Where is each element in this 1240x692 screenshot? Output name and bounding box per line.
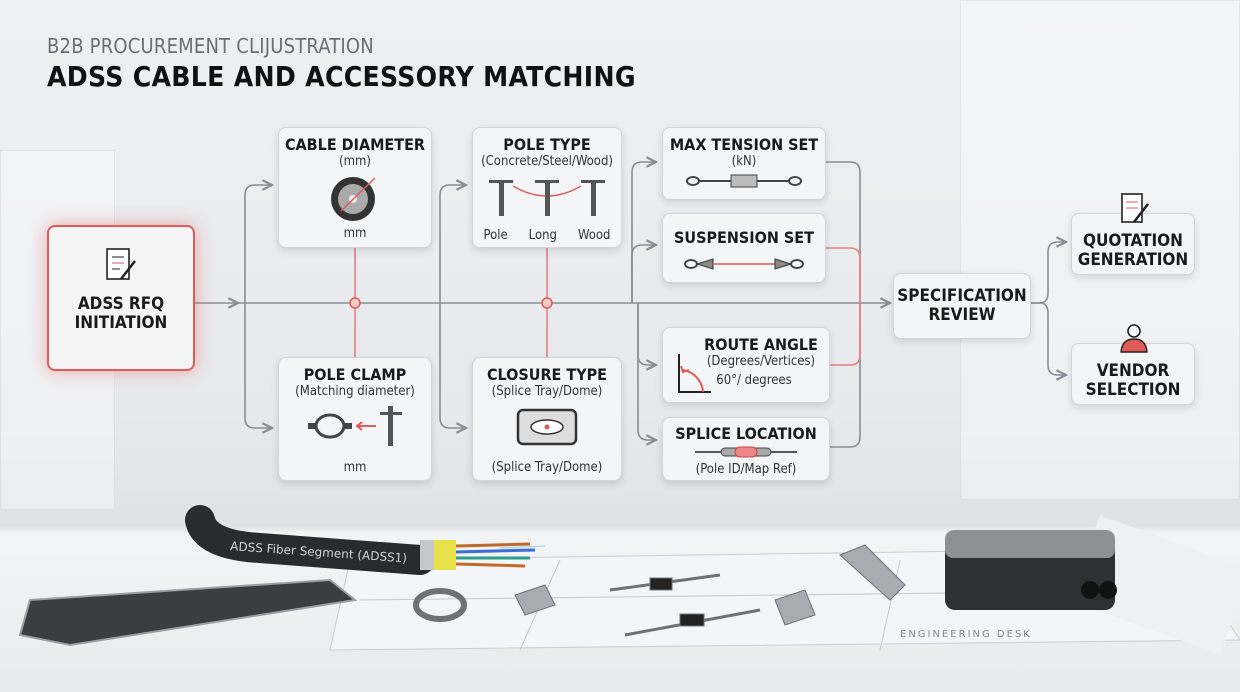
cable-diameter-title: CABLE DIAMETER xyxy=(284,135,426,154)
pole-type-sub: (Concrete/Steel/Wood) xyxy=(481,154,613,169)
person-icon xyxy=(1120,324,1148,353)
route-angle-value: 60°/ degrees xyxy=(716,373,792,388)
document-pen-icon xyxy=(1121,193,1149,223)
route-angle-title: ROUTE ANGLE xyxy=(704,335,818,354)
quotation-generation-node[interactable]: QUOTATION GENERATION xyxy=(1071,193,1195,275)
pole-clamp-value: mm xyxy=(343,460,367,475)
closure-type-sub: (Splice Tray/Dome) xyxy=(491,384,603,399)
tablet xyxy=(18,578,358,647)
closure-type-node[interactable]: CLOSURE TYPE (Splice Tray/Dome) (Splice … xyxy=(472,357,622,481)
cable-diameter-value: mm xyxy=(343,226,367,241)
splice-icon xyxy=(695,446,797,458)
pole-clamp-sub: (Matching diameter) xyxy=(295,384,415,399)
vendor-selection-node[interactable]: VENDOR SELECTION xyxy=(1071,324,1195,405)
quotation-label: QUOTATION GENERATION xyxy=(1077,231,1189,270)
pole-option: Pole xyxy=(483,228,508,243)
splice-location-ref: (Pole ID/Map Ref) xyxy=(695,462,797,477)
suspension-set-title: SUSPENSION SET xyxy=(674,228,814,247)
route-angle-sub: (Degrees/Vertices) xyxy=(706,354,816,369)
pole-clamp-node[interactable]: POLE CLAMP (Matching diameter) mm xyxy=(278,357,432,481)
angle-icon xyxy=(678,354,711,393)
cable-cross-section-icon xyxy=(331,177,376,221)
splice-location-title: SPLICE LOCATION xyxy=(675,424,817,443)
shackle-part xyxy=(839,544,906,601)
utility-pole-icon xyxy=(489,180,605,216)
specification-review-node[interactable]: SPECIFICATION REVIEW xyxy=(893,273,1031,339)
clamp-part xyxy=(514,584,556,616)
splice-location-node[interactable]: SPLICE LOCATION (Pole ID/Map Ref) xyxy=(662,417,830,481)
closure-type-title: CLOSURE TYPE xyxy=(486,365,607,384)
suspension-part xyxy=(774,589,816,626)
suspension-set-icon xyxy=(684,258,804,270)
clamp-part xyxy=(413,588,467,622)
vendor-label: VENDOR SELECTION xyxy=(1085,361,1181,400)
max-tension-unit: (kN) xyxy=(731,154,757,169)
cable-yarn xyxy=(434,540,456,570)
max-tension-node[interactable]: MAX TENSION SET (kN) xyxy=(662,127,826,200)
cable-armor xyxy=(420,540,434,570)
cable-diameter-unit: (mm) xyxy=(339,154,371,169)
pole-type-node[interactable]: POLE TYPE (Concrete/Steel/Wood) Pole Lon… xyxy=(472,127,622,248)
pole-option: Long xyxy=(528,228,557,243)
blueprint-label: ENGINEERING DESK xyxy=(900,629,1032,640)
route-angle-node[interactable]: ROUTE ANGLE (Degrees/Vertices) 60°/ degr… xyxy=(662,327,830,403)
pole-clamp-title: POLE CLAMP xyxy=(303,365,407,384)
document-pen-icon xyxy=(106,248,136,280)
page-subtitle: B2B PROCUREMENT CLIJUSTRATION xyxy=(47,34,374,58)
pole-type-title: POLE TYPE xyxy=(503,135,591,154)
page-title: ADSS CABLE AND ACCESSORY MATCHING xyxy=(47,60,636,93)
adss-cable xyxy=(185,505,435,575)
rfq-initiation-node[interactable]: ADSS RFQ INITIATION xyxy=(47,225,195,371)
rfq-label: ADSS RFQ INITIATION xyxy=(74,294,168,333)
spec-review-label: SPECIFICATION REVIEW xyxy=(897,286,1027,325)
pole-option: Wood xyxy=(577,228,611,243)
tension-set-icon xyxy=(686,174,802,188)
max-tension-title: MAX TENSION SET xyxy=(669,135,819,154)
suspension-set-node[interactable]: SUSPENSION SET xyxy=(662,213,826,283)
cable-diameter-node[interactable]: CABLE DIAMETER (mm) mm xyxy=(278,127,432,248)
clamp-icon xyxy=(308,406,402,446)
closure-box-icon xyxy=(516,408,578,446)
closure-type-value: (Splice Tray/Dome) xyxy=(491,460,603,475)
